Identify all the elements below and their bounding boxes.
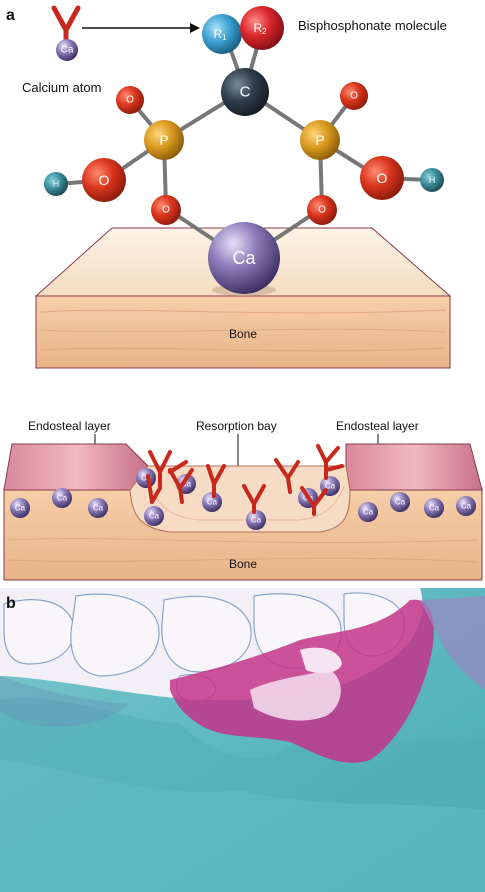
calcium-atom-text-13: Ca <box>429 504 440 513</box>
atom-oxygen-top-left: O <box>116 86 144 114</box>
endosteal-layer-left-label: Endosteal layer <box>28 419 111 433</box>
atom-hydrogen-left: H <box>44 172 68 196</box>
calcium-atom-1 <box>10 498 30 518</box>
atom-oxygen-low-right: O <box>307 195 337 225</box>
atom-oxygen-low-left: O <box>151 195 181 225</box>
calcium-atom-3 <box>88 498 108 518</box>
svg-text:R1: R1 <box>213 27 227 42</box>
legend-arrow <box>82 23 200 33</box>
calcium-atom-text-11: Ca <box>363 508 374 517</box>
r2-sub: 2 <box>262 27 267 36</box>
endosteal-layer-right-label: Endosteal layer <box>336 419 419 433</box>
atom-oxygen-mid-left: O <box>82 158 126 202</box>
calcium-atom-7 <box>202 492 222 512</box>
legend-calcium-symbol: Ca <box>51 5 81 61</box>
bisphosphonate-molecules <box>146 444 344 516</box>
atom-oxygen-top-right: O <box>340 82 368 110</box>
calcium-atom-text-1: Ca <box>15 504 26 513</box>
svg-text:P: P <box>159 132 168 148</box>
bone-block-a <box>34 227 452 369</box>
svg-text:P: P <box>315 132 324 148</box>
atom-r1: R1 <box>202 14 242 54</box>
svg-text:R2: R2 <box>253 21 267 36</box>
calcium-atom-text-14: Ca <box>461 502 472 511</box>
svg-text:O: O <box>99 172 110 188</box>
svg-text:H: H <box>429 175 436 185</box>
carbon-text: C <box>240 84 251 101</box>
legend-ca-text: Ca <box>61 45 74 56</box>
atom-hydrogen-right: H <box>420 168 444 192</box>
atom-calcium-big: Ca <box>208 222 280 296</box>
r1-sub: 1 <box>222 33 227 42</box>
atom-phosphorus-left: P <box>144 120 184 160</box>
calcium-atom-text-6: Ca <box>181 480 192 489</box>
calcium-atom-14 <box>456 496 476 516</box>
svg-text:O: O <box>377 170 388 186</box>
calcium-atom-2 <box>52 488 72 508</box>
calcium-atom-text-5: Ca <box>149 512 160 521</box>
r1-text: R <box>213 27 222 41</box>
panel-b-letter: b <box>6 595 16 612</box>
atom-r2: R2 <box>240 6 284 50</box>
svg-text:H: H <box>53 179 60 189</box>
calcium-atom-label: Calcium atom <box>22 80 101 95</box>
r2-text: R <box>253 21 262 35</box>
calcium-atom-text-12: Ca <box>395 498 406 507</box>
bone-label-a: Bone <box>229 327 257 341</box>
calcium-big-text: Ca <box>232 248 256 268</box>
svg-text:O: O <box>350 91 358 102</box>
calcium-atom-12 <box>390 492 410 512</box>
calcium-atom-text-8: Ca <box>251 516 262 525</box>
calcium-atom-text-3: Ca <box>93 504 104 513</box>
calcium-atom-8 <box>246 510 266 530</box>
atom-oxygen-mid-right: O <box>360 156 404 200</box>
bisphosphonate-molecule-label: Bisphosphonate molecule <box>298 18 447 33</box>
panel-a-letter: a <box>6 7 15 24</box>
calcium-atom-text-10: Ca <box>325 482 336 491</box>
calcium-atom-text-2: Ca <box>57 494 68 503</box>
svg-text:O: O <box>162 205 170 216</box>
calcium-atom-5 <box>144 506 164 526</box>
resorption-bay-label: Resorption bay <box>196 419 277 433</box>
calcium-atom-11 <box>358 502 378 522</box>
histology-image <box>0 588 485 892</box>
calcium-atom-13 <box>424 498 444 518</box>
svg-text:O: O <box>126 95 134 106</box>
atom-carbon: C <box>221 68 269 116</box>
calcium-atom-text-7: Ca <box>207 498 218 507</box>
calcium-atom-text-4: Ca <box>141 474 152 483</box>
bone-label-resorption: Bone <box>229 557 257 571</box>
atom-phosphorus-right: P <box>300 120 340 160</box>
svg-text:O: O <box>318 205 326 216</box>
